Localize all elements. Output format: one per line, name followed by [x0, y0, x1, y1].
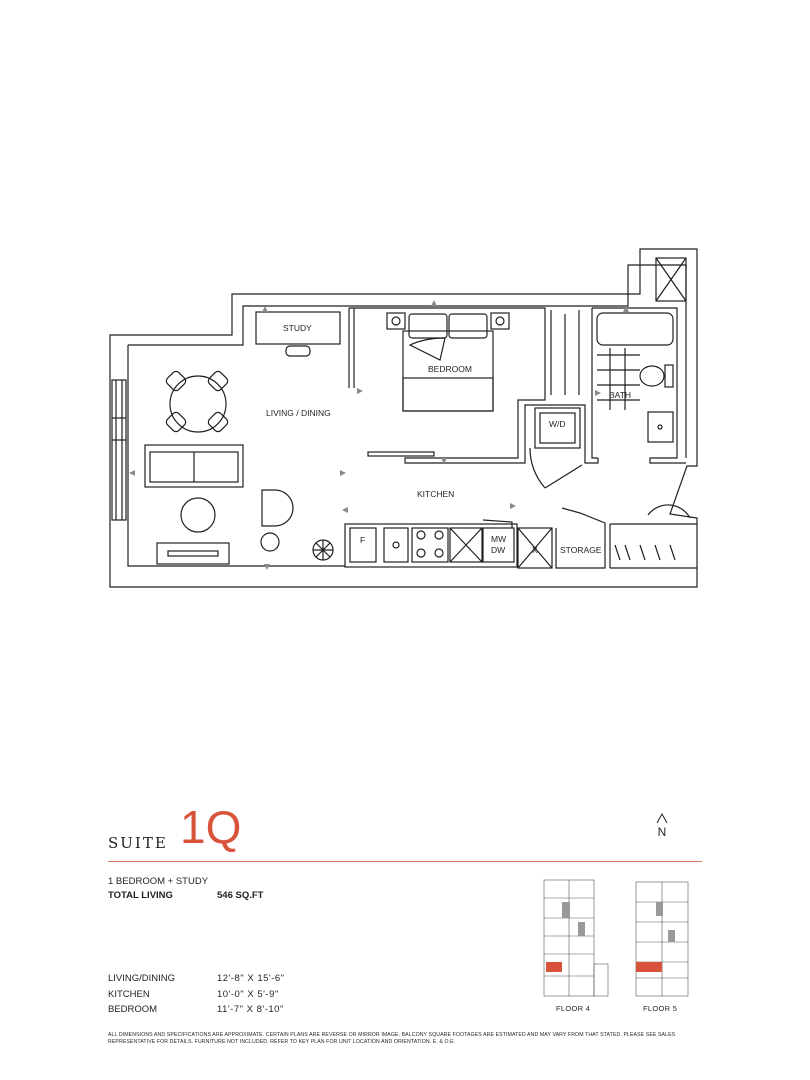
dim-size: 12'-8" X 15'-6": [217, 973, 285, 984]
north-letter: N: [657, 825, 667, 839]
keyplan-highlight: [636, 962, 662, 972]
title-rule: [108, 861, 702, 862]
label-study: STUDY: [283, 323, 312, 333]
keyplan-highlight: [546, 962, 562, 972]
unit-type: 1 BEDROOM + STUDY: [108, 876, 209, 887]
keyplan-floor-4: [543, 879, 609, 997]
label-bedroom: BEDROOM: [428, 364, 472, 374]
label-x: X: [532, 545, 538, 555]
label-mw: MW: [491, 534, 506, 544]
label-bath: BATH: [609, 390, 631, 400]
suite-number: 1Q: [180, 801, 242, 853]
dim-size: 10'-0" X 5'-9": [217, 989, 279, 1000]
keyplan-floor-5: [635, 881, 689, 997]
label-storage: STORAGE: [560, 545, 602, 555]
label-kitchen: KITCHEN: [417, 489, 454, 499]
north-arrow-icon: [656, 812, 668, 824]
outer-wall: [109, 248, 698, 588]
label-wd: W/D: [549, 419, 566, 429]
suite-word: SUITE: [108, 834, 168, 852]
label-dw: DW: [491, 545, 505, 555]
label-living-dining: LIVING / DINING: [266, 408, 331, 418]
total-living-value: 546 SQ.FT: [217, 890, 264, 901]
bath-wall: [592, 307, 686, 464]
north-indicator: N: [652, 812, 672, 839]
dim-room: KITCHEN: [108, 989, 150, 1000]
disclaimer: ALL DIMENSIONS AND SPECIFICATIONS ARE AP…: [108, 1032, 676, 1045]
floor-plan: STUDY BEDROOM LIVING / DINING W/D BATH K…: [109, 248, 698, 588]
dim-room: BEDROOM: [108, 1004, 158, 1015]
dim-size: 11'-7" X 8'-10": [217, 1004, 284, 1015]
dim-room: LIVING/DINING: [108, 973, 176, 984]
keyplan-label: FLOOR 4: [556, 1004, 591, 1013]
fridge: [349, 527, 377, 563]
total-living-label: TOTAL LIVING: [108, 890, 173, 901]
keyplan-label: FLOOR 5: [643, 1004, 678, 1013]
label-fridge: F: [360, 535, 365, 545]
